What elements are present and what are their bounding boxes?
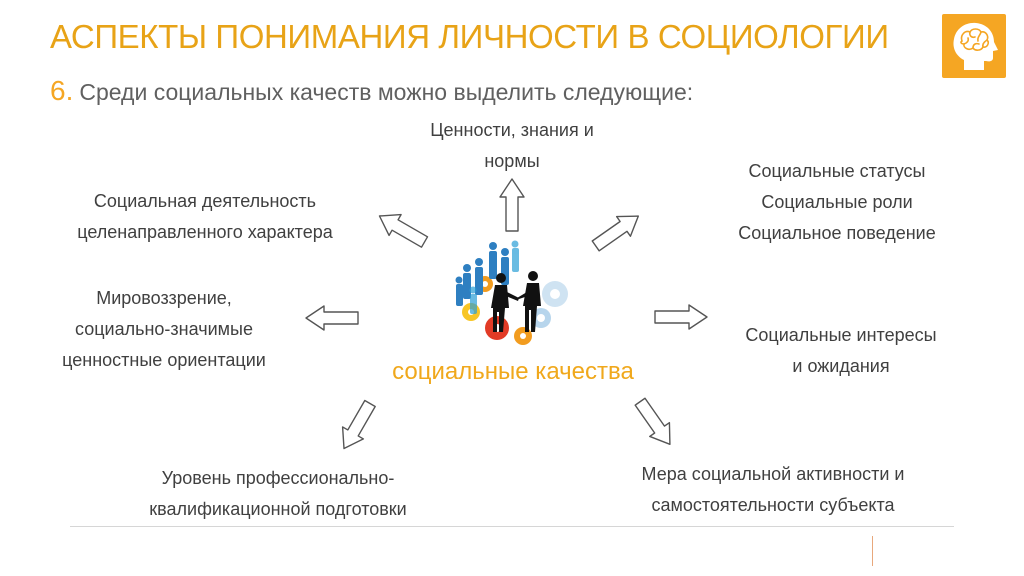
label-line: и ожидания	[792, 356, 890, 376]
label-line: Социальная деятельность	[93, 191, 317, 211]
arrow-down-right-icon	[634, 397, 671, 445]
label-line: Уровень профессионально-	[161, 468, 395, 488]
handshake-silhouettes	[491, 271, 541, 332]
head-brain-icon	[942, 14, 1006, 78]
slide-subtitle: 6.Среди социальных качеств можно выделит…	[50, 75, 693, 107]
blue-people-group	[455, 242, 509, 306]
footer-corner-mark	[872, 536, 873, 566]
label-social-interests: Социальные интересы и ожидания	[710, 320, 972, 382]
brain-drawing	[960, 28, 990, 51]
arrow-down-left-icon	[341, 399, 376, 450]
label-line: ценностные ориентации	[62, 350, 266, 370]
label-line: Социальное поведение	[738, 223, 936, 243]
label-line: нормы	[484, 151, 540, 171]
subtitle-number: 6.	[50, 75, 74, 106]
label-line: Мировоззрение,	[96, 288, 232, 308]
label-line: Социальные роли	[761, 192, 913, 212]
arrow-right-icon	[654, 304, 708, 330]
label-worldview: Мировоззрение, социально-значимые ценнос…	[16, 283, 312, 376]
label-social-activity: Социальная деятельность целенаправленног…	[40, 186, 370, 248]
label-values-knowledge: Ценности, знания и нормы	[382, 115, 642, 177]
arrow-up-icon	[499, 178, 525, 232]
slide-title: АСПЕКТЫ ПОНИМАНИЯ ЛИЧНОСТИ В СОЦИОЛОГИИ	[50, 18, 889, 55]
business-people-gears-icon	[455, 240, 568, 345]
label-line: Ценности, знания и	[430, 120, 594, 140]
footer-divider	[70, 526, 954, 527]
arrow-up-right-icon	[591, 215, 639, 252]
label-line: целенаправленного характера	[77, 222, 333, 242]
label-professional-level: Уровень профессионально- квалификационно…	[100, 463, 456, 525]
light-blue-people-group	[469, 240, 519, 314]
label-line: Мера социальной активности и	[641, 464, 905, 484]
label-line: Социальные интересы	[745, 325, 937, 345]
label-line: Социальные статусы	[748, 161, 926, 181]
center-label-social-qualities: социальные качества	[392, 358, 634, 385]
label-line: социально-значимые	[75, 319, 253, 339]
label-line: самостоятельности субъекта	[651, 495, 895, 515]
arrow-left-icon	[305, 305, 359, 331]
label-line: квалификационной подготовки	[149, 499, 407, 519]
label-activity-measure: Мера социальной активности и самостоятел…	[592, 459, 954, 521]
subtitle-text: Среди социальных качеств можно выделить …	[79, 79, 694, 105]
label-social-statuses: Социальные статусы Социальные роли Социа…	[702, 156, 972, 249]
arrow-up-left-icon	[378, 213, 429, 248]
